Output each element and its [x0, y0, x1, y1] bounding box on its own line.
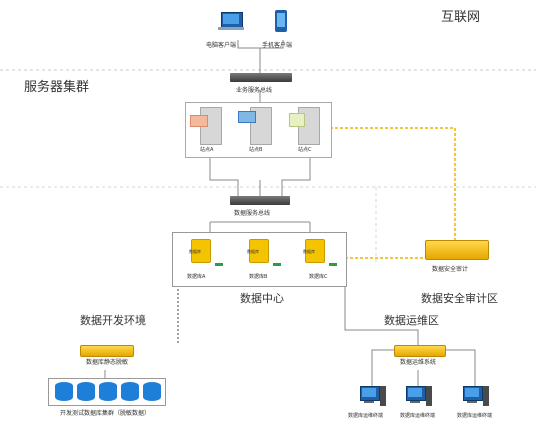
server-label: 站点B	[249, 147, 263, 153]
audit-device-label: 数据安全审计	[432, 266, 469, 273]
desktop-computer-icon	[406, 386, 432, 410]
database-label: 数据库B	[249, 274, 268, 280]
server-window-icon	[190, 115, 208, 127]
database-label: 数据库A	[187, 274, 206, 280]
database-lock-icon	[249, 239, 269, 263]
mobile-phone-icon	[273, 10, 289, 34]
dev-cluster-label: 开发测试数据库集群（脱敏数据）	[60, 410, 151, 417]
dev-env-zone-label: 数据开发环境	[80, 314, 146, 327]
desktop-computer-icon	[463, 386, 489, 410]
laptop-icon	[218, 12, 244, 32]
business-bus-switch-icon	[230, 73, 292, 82]
internet-zone-label: 互联网	[441, 10, 481, 25]
ops-terminal-label: 数据库运维终端	[457, 413, 493, 419]
server-window-icon	[238, 111, 256, 123]
ops-zone-label: 数据运维区	[384, 314, 439, 327]
server-label: 站点A	[200, 147, 214, 153]
data-bus-label: 数据服务总线	[234, 210, 271, 217]
desktop-computer-icon	[360, 386, 386, 410]
dev-db-cluster	[48, 378, 166, 406]
ops-link	[344, 285, 419, 345]
mobile-client-label: 手机客户端	[262, 42, 293, 49]
database-tag: 数据库	[303, 249, 315, 254]
status-led-icon	[215, 263, 223, 266]
server-window-icon	[289, 113, 305, 127]
security-audit-zone-label: 数据安全审计区	[421, 292, 498, 305]
database-cylinder-icon	[99, 382, 117, 401]
business-bus-label: 业务服务总线	[236, 87, 273, 94]
data-bus-switch-icon	[230, 196, 290, 205]
database-cylinder-icon	[77, 382, 95, 401]
desensitize-device-icon	[80, 345, 134, 357]
status-led-icon	[329, 263, 337, 266]
data-center-label: 数据中心	[240, 292, 284, 305]
audit-device-icon	[425, 240, 489, 260]
pc-client-label: 电脑客户端	[206, 42, 237, 49]
status-led-icon	[273, 263, 281, 266]
desensitize-device-label: 数据库静态脱敏	[86, 359, 129, 366]
database-cylinder-icon	[55, 382, 73, 401]
ops-system-label: 数据运维系统	[400, 359, 437, 366]
database-lock-icon	[191, 239, 211, 263]
link-servers-databus	[209, 156, 311, 196]
link-databus-db	[209, 221, 311, 232]
database-lock-icon	[305, 239, 325, 263]
database-group: 数据库 数据库A 数据库 数据库B 数据库 数据库C	[172, 232, 347, 287]
ops-system-device-icon	[394, 345, 446, 357]
link-clients-bus	[237, 40, 284, 74]
database-label: 数据库C	[309, 274, 328, 280]
ops-terminal-label: 数据库运维终端	[400, 413, 436, 419]
ops-terminal-label: 数据库运维终端	[348, 413, 384, 419]
server-cluster-zone-label: 服务器集群	[24, 80, 90, 95]
database-cylinder-icon	[143, 382, 161, 401]
audit-link	[330, 127, 456, 240]
database-tag: 数据库	[247, 249, 259, 254]
database-cylinder-icon	[121, 382, 139, 401]
server-group: 站点A 站点B 站点C	[185, 102, 332, 158]
database-tag: 数据库	[189, 249, 201, 254]
server-label: 站点C	[298, 147, 312, 153]
